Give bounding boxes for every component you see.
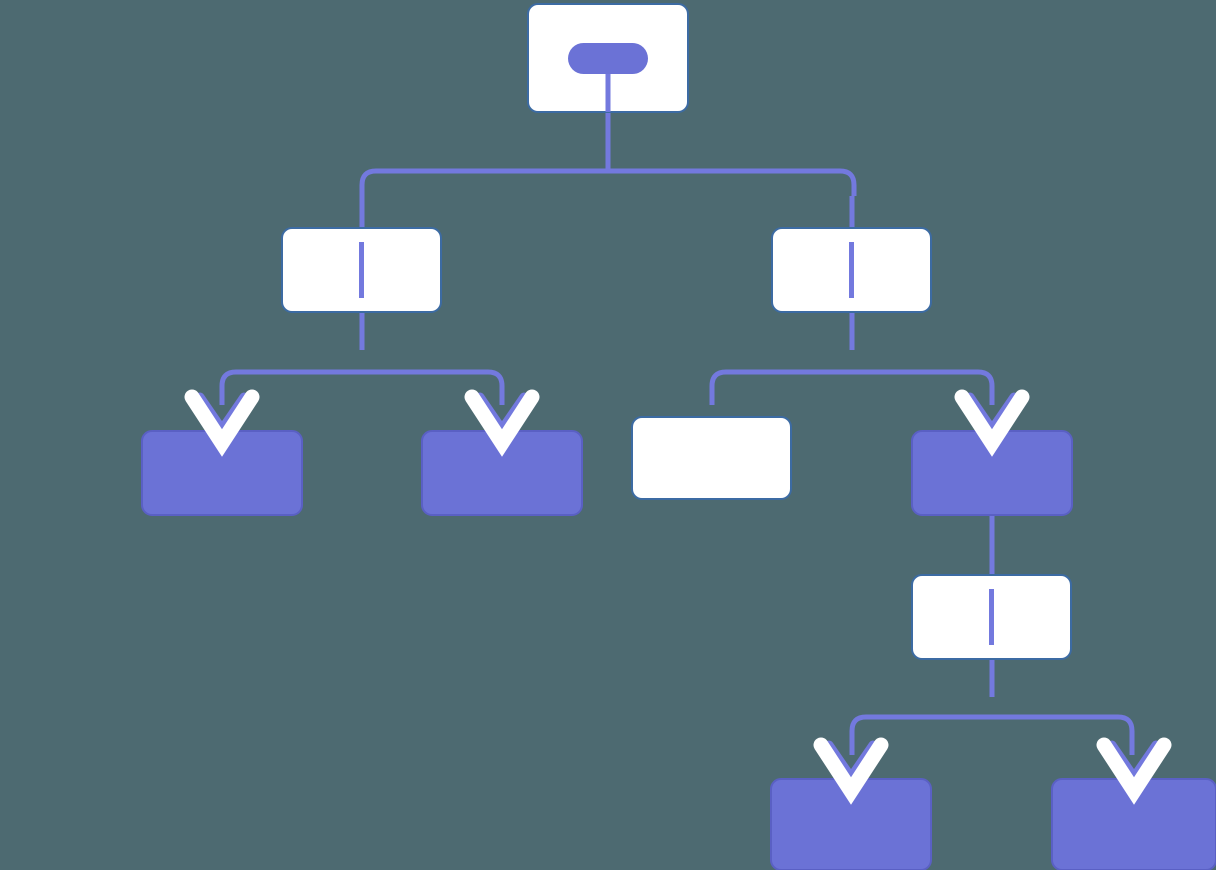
leaf-node-e-chevron-white [813,737,889,805]
connector-bus-left [219,369,505,405]
leaf-node-b-chevron-white [464,389,540,457]
leaf-node-a-arrow-marker [184,389,260,457]
arrow-marker-layer [184,389,1172,805]
leaf-node-b-arrow-marker [464,389,540,457]
leaf-node-a-chevron-white [184,389,260,457]
leaf-node-d-chevron-white [954,389,1030,457]
root-node-pill [568,43,648,74]
connector-bus-top [359,168,857,196]
connector-bus-bottom [849,714,1135,755]
leaf-node-f-chevron-white [1096,737,1172,805]
leaf-node-f-arrow-marker [1096,737,1172,805]
node-layer [141,3,1216,870]
connector-through-layer [359,74,994,645]
leaf-node-d-arrow-marker [954,389,1030,457]
terminal-node-c-shape[interactable] [631,416,792,500]
connector-bus-right [709,369,995,405]
leaf-node-e-arrow-marker [813,737,889,805]
terminal-node-c[interactable] [631,416,792,500]
